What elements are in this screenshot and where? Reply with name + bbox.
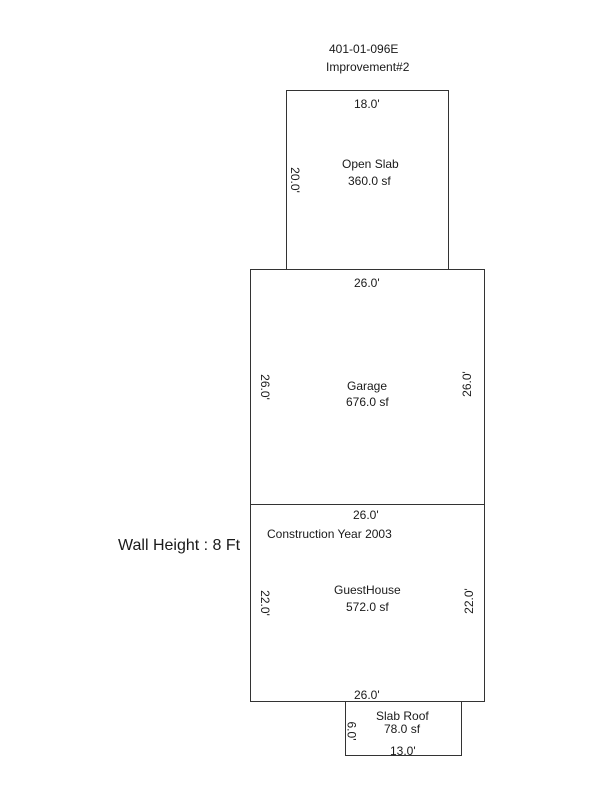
open-slab-left-dimension: 20.0' (287, 167, 302, 193)
slab-roof-bottom-dimension: 13.0' (390, 744, 416, 758)
guesthouse-left-dimension: 22.0' (257, 590, 272, 616)
garage-top-dimension: 26.0' (354, 276, 380, 290)
slab-roof-left-dimension: 6.0' (344, 721, 359, 741)
garage-right-dimension: 26.0' (459, 371, 474, 397)
open-slab-top-dimension: 18.0' (354, 97, 380, 111)
slab-roof-room (345, 701, 462, 756)
open-slab-room (286, 90, 449, 271)
wall-height-label: Wall Height : 8 Ft (118, 537, 241, 554)
guesthouse-name: GuestHouse (334, 583, 401, 597)
garage-left-dimension: 26.0' (257, 374, 272, 400)
parcel-id: 401-01-096E (329, 42, 399, 56)
guesthouse-area: 572.0 sf (346, 600, 389, 614)
slab-roof-area: 78.0 sf (384, 722, 421, 736)
construction-year-label: Construction Year 2003 (267, 527, 392, 541)
improvement-label: Improvement#2 (326, 60, 410, 74)
guesthouse-right-dimension: 22.0' (461, 588, 476, 614)
garage-room (250, 269, 485, 505)
guesthouse-bottom-dimension: 26.0' (354, 688, 380, 702)
guesthouse-top-dimension: 26.0' (353, 508, 379, 522)
slab-roof-name: Slab Roof (376, 709, 429, 723)
open-slab-name: Open Slab (342, 157, 399, 171)
open-slab-area: 360.0 sf (348, 174, 391, 188)
garage-area: 676.0 sf (346, 395, 389, 409)
garage-name: Garage (347, 379, 388, 393)
